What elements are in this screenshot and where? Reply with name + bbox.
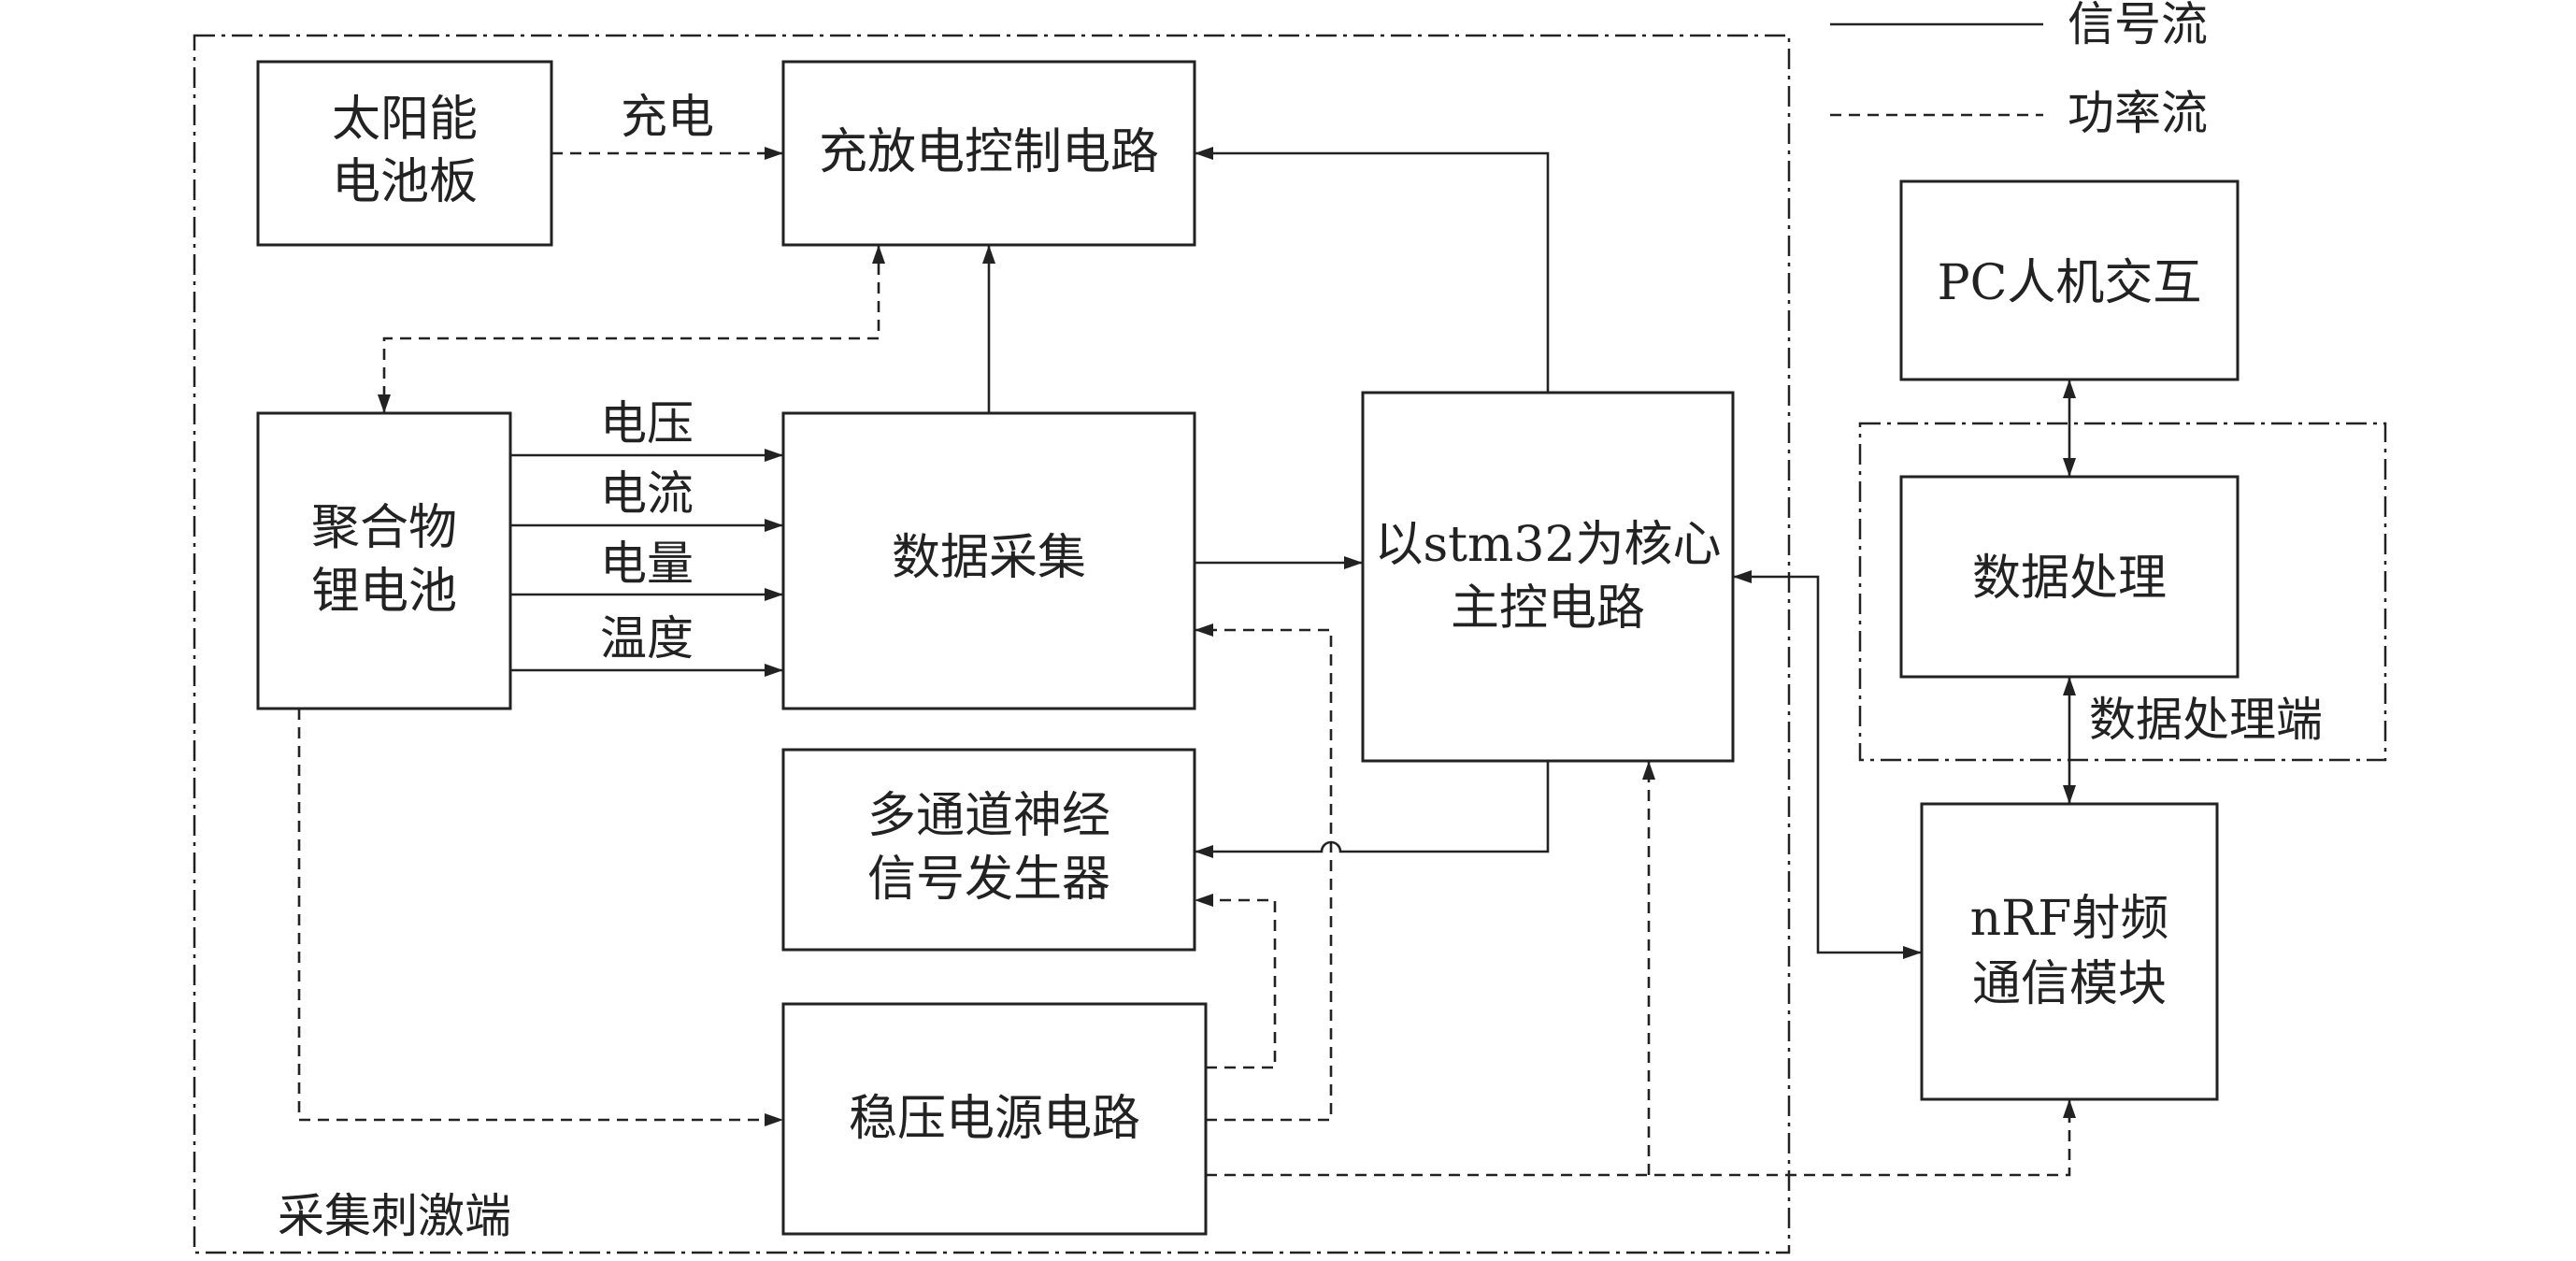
edge-regulator-to-neural-gen [1195,894,1277,1069]
block-polymer-battery: 聚合物 锂电池 [256,411,512,710]
legend-power-label: 功率流 [2068,86,2208,140]
edge-mcu-nrf-bidirectional [1733,570,1922,959]
edge-regulator-to-data-acq [1195,623,1333,1122]
mcu-line-1: 以stm32为核心 [1374,517,1721,573]
nrf-line-1: nRF射频 [1970,891,2169,947]
data-proc-line-1: 数据处理 [1972,551,2167,607]
regulator-line-1: 稳压电源电路 [849,1091,1140,1147]
edge-label-current: 电流 [600,466,694,521]
block-solar-panel: 太阳能 电池板 [256,60,553,247]
charge-ctrl-line-1: 充放电控制电路 [819,124,1159,180]
edge-label-charge: 充电 [621,90,714,144]
edge-battery-to-regulator [297,709,783,1126]
block-main-controller: 以stm32为核心 主控电路 [1361,391,1735,763]
solar-line-2: 电池板 [332,154,478,210]
battery-line-2: 锂电池 [311,564,457,620]
block-charge-controller: 充放电控制电路 [781,60,1196,247]
edge-label-voltage: 电压 [600,396,694,451]
block-data-processing: 数据处理 [1899,475,2240,679]
mcu-line-2: 主控电路 [1451,580,1645,637]
block-voltage-regulator: 稳压电源电路 [781,1002,1208,1236]
acquisition-region [193,34,1791,1254]
data-acq-line-1: 数据采集 [892,530,1086,586]
block-nrf-module: nRF射频 通信模块 [1920,802,2219,1101]
edge-mcu-to-charge [1195,147,1550,393]
processing-region-label: 数据处理端 [2089,693,2323,747]
block-pc-hmi: PC人机交互 [1899,179,2240,381]
processing-region [1858,422,2387,762]
edge-label-capacity: 电量 [600,537,694,591]
edge-regulator-to-nrf [1206,1099,2076,1177]
solar-line-1: 太阳能 [332,92,478,148]
acquisition-region-label: 采集刺激端 [278,1189,511,1243]
block-data-acquisition: 数据采集 [781,411,1196,710]
neural-gen-line-2: 信号发生器 [867,852,1110,908]
block-neural-signal-generator: 多通道神经 信号发生器 [781,748,1196,952]
edge-label-temperature: 温度 [600,611,694,666]
pc-line-1: PC人机交互 [1938,255,2202,311]
nrf-line-2: 通信模块 [1972,956,2167,1012]
legend-signal-label: 信号流 [2068,0,2208,51]
battery-line-1: 聚合物 [311,500,457,556]
edge-mcu-to-neural-gen [1195,761,1550,858]
neural-gen-line-1: 多通道神经 [867,788,1110,844]
edge-battery-charge-bidirectional [378,245,885,413]
